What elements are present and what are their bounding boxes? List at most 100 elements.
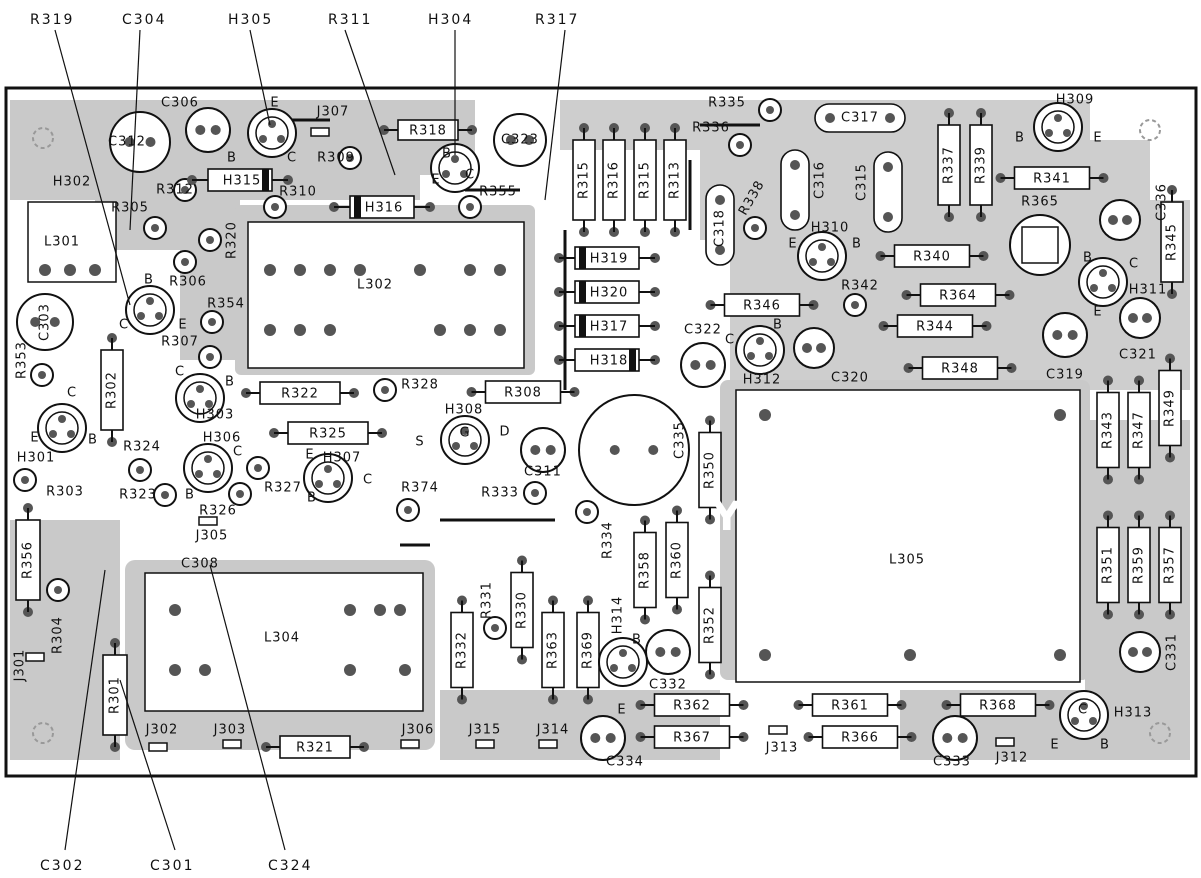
- solder-pad: [464, 264, 476, 276]
- solder-pad: [268, 120, 276, 128]
- capacitor-c331: [1119, 631, 1161, 673]
- transistor-pin-label: E: [431, 173, 440, 188]
- diode-label: H319: [590, 252, 629, 267]
- diode-h315: [207, 168, 273, 192]
- leader-lines: [54, 29, 566, 851]
- resistor-label: R304: [51, 616, 66, 654]
- capacitor-label: C331: [1165, 633, 1180, 671]
- resistor-r345: [1160, 201, 1184, 283]
- transistor-body: [606, 645, 640, 679]
- capacitor-label: C320: [831, 371, 869, 386]
- jumper-j312: [995, 737, 1015, 747]
- transistor-h301: [37, 403, 87, 453]
- resistor-label: R354: [207, 297, 245, 312]
- capacitor-label: C336: [1155, 183, 1170, 221]
- capacitor-label: C333: [933, 755, 971, 770]
- capacitor-label: C335: [673, 421, 688, 459]
- solder-pad: [161, 491, 169, 499]
- transistor-pin-label: E: [788, 237, 797, 252]
- solder-pad: [452, 442, 460, 450]
- capacitor-label: C315: [855, 163, 870, 201]
- resistor-r357: [1158, 526, 1182, 604]
- transistor-pin-label: B: [185, 488, 195, 503]
- solder-pad: [259, 135, 267, 143]
- resistor-label: R330: [515, 591, 530, 629]
- solder-pad: [759, 649, 771, 661]
- silkscreen-part-number: YDZ818004-0: [711, 494, 1048, 540]
- solder-pad: [883, 162, 893, 172]
- solder-pad: [648, 445, 659, 455]
- solder-pad: [236, 490, 244, 498]
- resistor-label: R306: [169, 275, 207, 290]
- solder-pad: [705, 360, 716, 370]
- capacitor-c303: [16, 293, 74, 351]
- resistor-label: R368: [979, 699, 1017, 714]
- solder-pad: [751, 224, 759, 232]
- solder-pad: [58, 415, 66, 423]
- jumper-label: J302: [145, 723, 179, 738]
- resistor-label: R303: [46, 485, 84, 500]
- solder-pad: [466, 203, 474, 211]
- solder-pad: [1045, 129, 1053, 137]
- transistor-label: H307: [323, 451, 362, 466]
- transistor-h302: [125, 285, 175, 335]
- solder-pad: [394, 604, 406, 616]
- coil-label: L304: [264, 631, 300, 646]
- resistor-label: R348: [941, 362, 979, 377]
- transistor-body: [191, 451, 225, 485]
- solder-pad: [414, 264, 426, 276]
- diode-cathode-band: [262, 169, 269, 191]
- resistor-label: R361: [831, 699, 869, 714]
- resistor-label: R307: [161, 335, 199, 350]
- solder-pad: [187, 400, 195, 408]
- solder-pad: [690, 360, 701, 370]
- capacitor-label: C308: [181, 557, 219, 572]
- diode-h319: [574, 246, 640, 270]
- transistor-h313: [1059, 690, 1109, 740]
- solder-pad: [1052, 330, 1063, 340]
- jumper-label: J301: [13, 649, 28, 683]
- resistor-r367: [653, 725, 731, 749]
- resistor-r369: [576, 611, 600, 689]
- transistor-h306: [183, 443, 233, 493]
- resistor-r339: [969, 124, 993, 206]
- transistor-h310: [797, 231, 847, 281]
- solder-pad: [346, 154, 354, 162]
- transistor-pin-label: B: [632, 633, 642, 648]
- transistor-body: [1067, 698, 1101, 732]
- solder-pad: [49, 317, 60, 327]
- capacitor-c316: [780, 149, 810, 231]
- solder-pad: [146, 297, 154, 305]
- solder-pad: [333, 480, 341, 488]
- capacitor-c315: [873, 151, 903, 233]
- resistor-r322: [259, 381, 341, 405]
- solder-pad: [583, 508, 591, 516]
- resistor-r347: [1127, 391, 1151, 469]
- solder-pad: [790, 160, 800, 170]
- resistor-label: R318: [409, 124, 447, 139]
- resistor-r361: [811, 693, 889, 717]
- transistor-h311: [1078, 257, 1128, 307]
- transistor-pin-label: E: [178, 318, 187, 333]
- solder-pad: [381, 386, 389, 394]
- transistor-pin-label: C: [465, 168, 475, 183]
- mounting-holes: [32, 119, 1171, 744]
- solder-pad: [628, 664, 636, 672]
- diode-cathode-band: [354, 196, 361, 218]
- solder-pad: [491, 624, 499, 632]
- solder-pad: [747, 352, 755, 360]
- jumper-j315: [475, 739, 495, 749]
- transistor-pin-label: E: [1050, 738, 1059, 753]
- capacitor-c333: [932, 715, 978, 761]
- resistor-label: R323: [119, 488, 157, 503]
- transistor-label: H302: [53, 175, 92, 190]
- transistor-pin-label: B: [1015, 131, 1025, 146]
- solder-pad: [885, 113, 895, 123]
- solder-pad: [470, 442, 478, 450]
- resistor-r360: [665, 521, 689, 599]
- resistor-label: R331: [480, 581, 495, 619]
- resistor-r337: [937, 124, 961, 206]
- solder-pad: [155, 312, 163, 320]
- transistor-label: H301: [17, 451, 56, 466]
- transistor-pin-label: D: [499, 425, 510, 440]
